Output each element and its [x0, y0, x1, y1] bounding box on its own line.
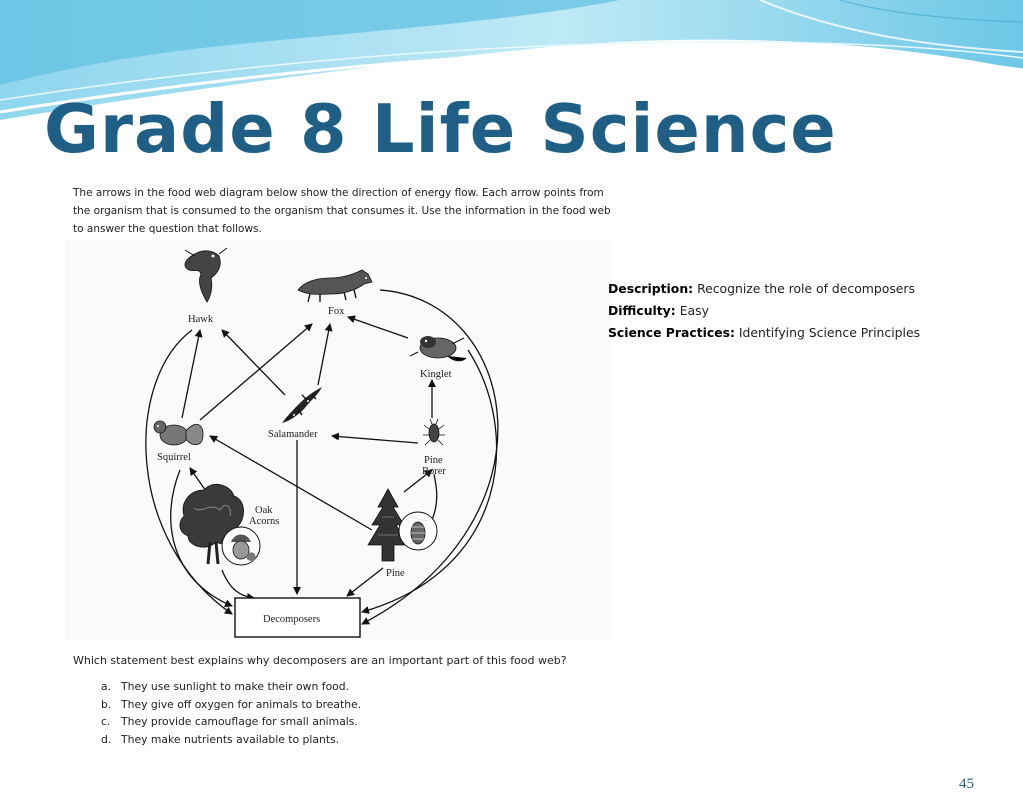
pine-tree-icon: [367, 488, 409, 562]
choice-letter: c.: [101, 715, 111, 728]
label-pine-borer-2: Borer: [422, 466, 446, 477]
practices-row: Science Practices: Identifying Science P…: [608, 322, 920, 344]
arrow-pine-borer-curve: [431, 473, 438, 521]
arrow-squirrel-hawk: [181, 329, 203, 419]
arrow-pine-borer: [403, 469, 433, 493]
label-oak-acorns-2: Acorns: [249, 516, 279, 527]
slide-title: Grade 8 Life Science: [44, 90, 837, 168]
header-wave: [0, 0, 1023, 120]
pinecone-icon: [398, 511, 438, 551]
arrow-kinglet-fox: [347, 315, 409, 339]
question-stem: Which statement best explains why decomp…: [73, 654, 567, 667]
choice-text: They provide camouflage for small animal…: [121, 715, 358, 728]
kinglet-icon: [409, 336, 467, 362]
choice-a: a. They use sunlight to make their own f…: [101, 678, 361, 696]
arrow-pine-decomposers: [346, 567, 384, 597]
choice-c: c. They provide camouflage for small ani…: [101, 713, 361, 731]
arrow-borer-salamander: [331, 432, 419, 444]
intro-line: the organism that is consumed to the org…: [73, 205, 611, 217]
choice-text: They make nutrients available to plants.: [121, 732, 340, 746]
choice-text: They give off oxygen for animals to brea…: [121, 697, 362, 711]
difficulty-value: Easy: [679, 303, 709, 318]
decomposers-box: [234, 597, 361, 638]
item-metadata: Description: Recognize the role of decom…: [608, 278, 920, 344]
description-row: Description: Recognize the role of decom…: [608, 278, 920, 300]
arrow-pine-squirrel: [209, 435, 373, 531]
page-number: 45: [959, 776, 974, 792]
label-salamander: Salamander: [268, 429, 318, 440]
practices-label: Science Practices:: [608, 325, 735, 340]
hawk-icon: [184, 247, 228, 303]
intro-line: The arrows in the food web diagram below…: [73, 187, 604, 199]
choice-d: d. They make nutrients available to plan…: [101, 731, 361, 749]
oak-tree-icon: [179, 483, 244, 565]
beetle-icon: [423, 418, 445, 446]
intro-text: The arrows in the food web diagram below…: [73, 184, 673, 238]
choice-letter: b.: [101, 697, 112, 711]
acorn-icon: [221, 526, 261, 566]
squirrel-icon: [153, 420, 204, 446]
difficulty-row: Difficulty: Easy: [608, 300, 920, 322]
arrow-salamander-hawk: [221, 329, 286, 396]
arrow-oak-decomposers: [221, 569, 255, 601]
choice-letter: d.: [101, 732, 112, 746]
label-hawk: Hawk: [188, 314, 214, 325]
choice-b: b. They give off oxygen for animals to b…: [101, 696, 361, 714]
fox-icon: [297, 269, 373, 303]
arrow-kinglet-decomposers: [361, 349, 498, 614]
intro-line: to answer the question that follows.: [73, 223, 262, 235]
arrow-squirrel-fox: [199, 323, 313, 421]
label-pine-borer-1: Pine: [424, 455, 443, 466]
description-label: Description:: [608, 281, 694, 296]
label-fox: Fox: [328, 306, 345, 317]
label-oak-acorns-1: Oak: [255, 505, 273, 516]
arrow-salamander-fox: [317, 323, 333, 386]
food-web-panel: Hawk Fox Kinglet Salamander Squirrel Pin…: [65, 240, 612, 640]
label-kinglet: Kinglet: [420, 369, 452, 380]
choice-text: They use sunlight to make their own food…: [121, 680, 350, 693]
description-value: Recognize the role of decomposers: [697, 281, 915, 296]
food-web-arrows: [181, 315, 436, 597]
arrow-fox-decomposers: [361, 289, 499, 625]
difficulty-label: Difficulty:: [608, 303, 676, 318]
label-decomposers: Decomposers: [263, 614, 320, 625]
arrow-hawk-decomposers: [145, 329, 233, 615]
arrow-squirrel-decomposers: [170, 469, 233, 607]
label-pine: Pine: [386, 568, 405, 579]
label-squirrel: Squirrel: [157, 452, 191, 463]
food-web-diagram: Hawk Fox Kinglet Salamander Squirrel Pin…: [145, 247, 499, 638]
salamander-icon: [282, 387, 322, 423]
answer-choices: a. They use sunlight to make their own f…: [101, 678, 361, 748]
practices-value: Identifying Science Principles: [738, 325, 921, 340]
choice-letter: a.: [101, 680, 112, 693]
